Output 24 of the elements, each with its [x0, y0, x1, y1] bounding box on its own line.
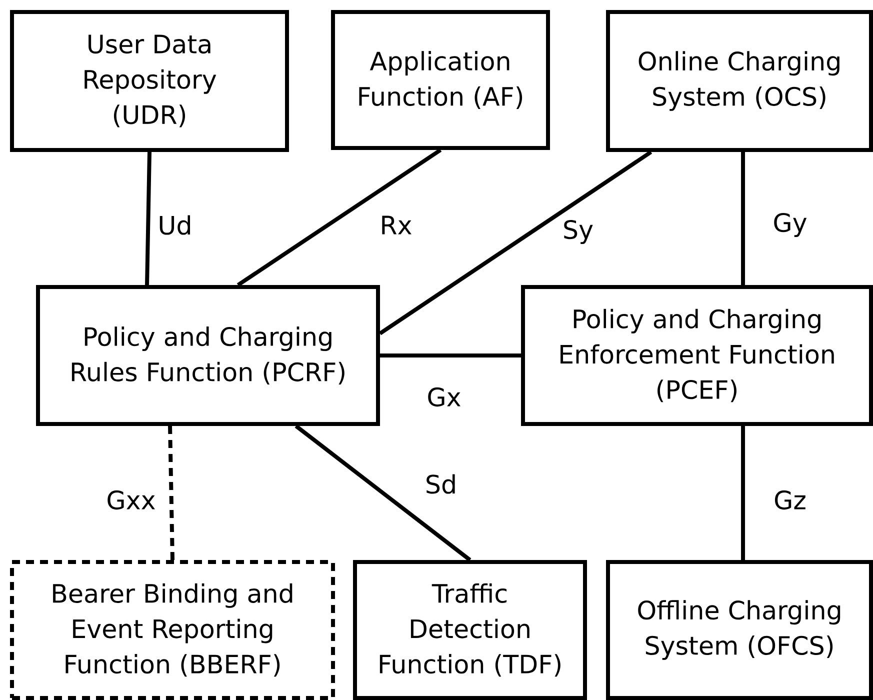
function-box: User Data Repository (UDR)	[10, 10, 289, 152]
interface-label: Gz	[774, 490, 806, 510]
function-box: Policy and Charging Rules Function (PCRF)	[36, 285, 380, 426]
function-box: Online Charging System (OCS)	[606, 10, 873, 152]
function-box: Policy and Charging Enforcement Function (PCEF)	[521, 285, 873, 426]
interface-label: Sd	[426, 474, 455, 494]
connector-line	[741, 152, 745, 285]
connector-line	[145, 152, 152, 286]
function-box: Traffic Detection Function (TDF)	[353, 560, 587, 700]
function-box: Bearer Binding and Event Reporting Function (BBERF)	[10, 560, 335, 700]
function-box: Offline Charging System (OFCS)	[606, 560, 873, 700]
connector-line	[168, 426, 174, 560]
interface-label: Sy	[564, 220, 593, 244]
connector-line	[380, 354, 521, 358]
interface-label: Gxx	[108, 490, 155, 510]
connector-line	[294, 424, 472, 562]
function-box: Application Function (AF)	[331, 10, 550, 150]
interface-label: Gx	[428, 387, 460, 407]
connector-line	[378, 150, 652, 336]
interface-label: Ud	[160, 215, 190, 235]
interface-label: Rx	[382, 216, 412, 234]
connector-line	[741, 426, 745, 560]
interface-label: Gy	[774, 212, 807, 238]
connector-line	[236, 148, 442, 287]
